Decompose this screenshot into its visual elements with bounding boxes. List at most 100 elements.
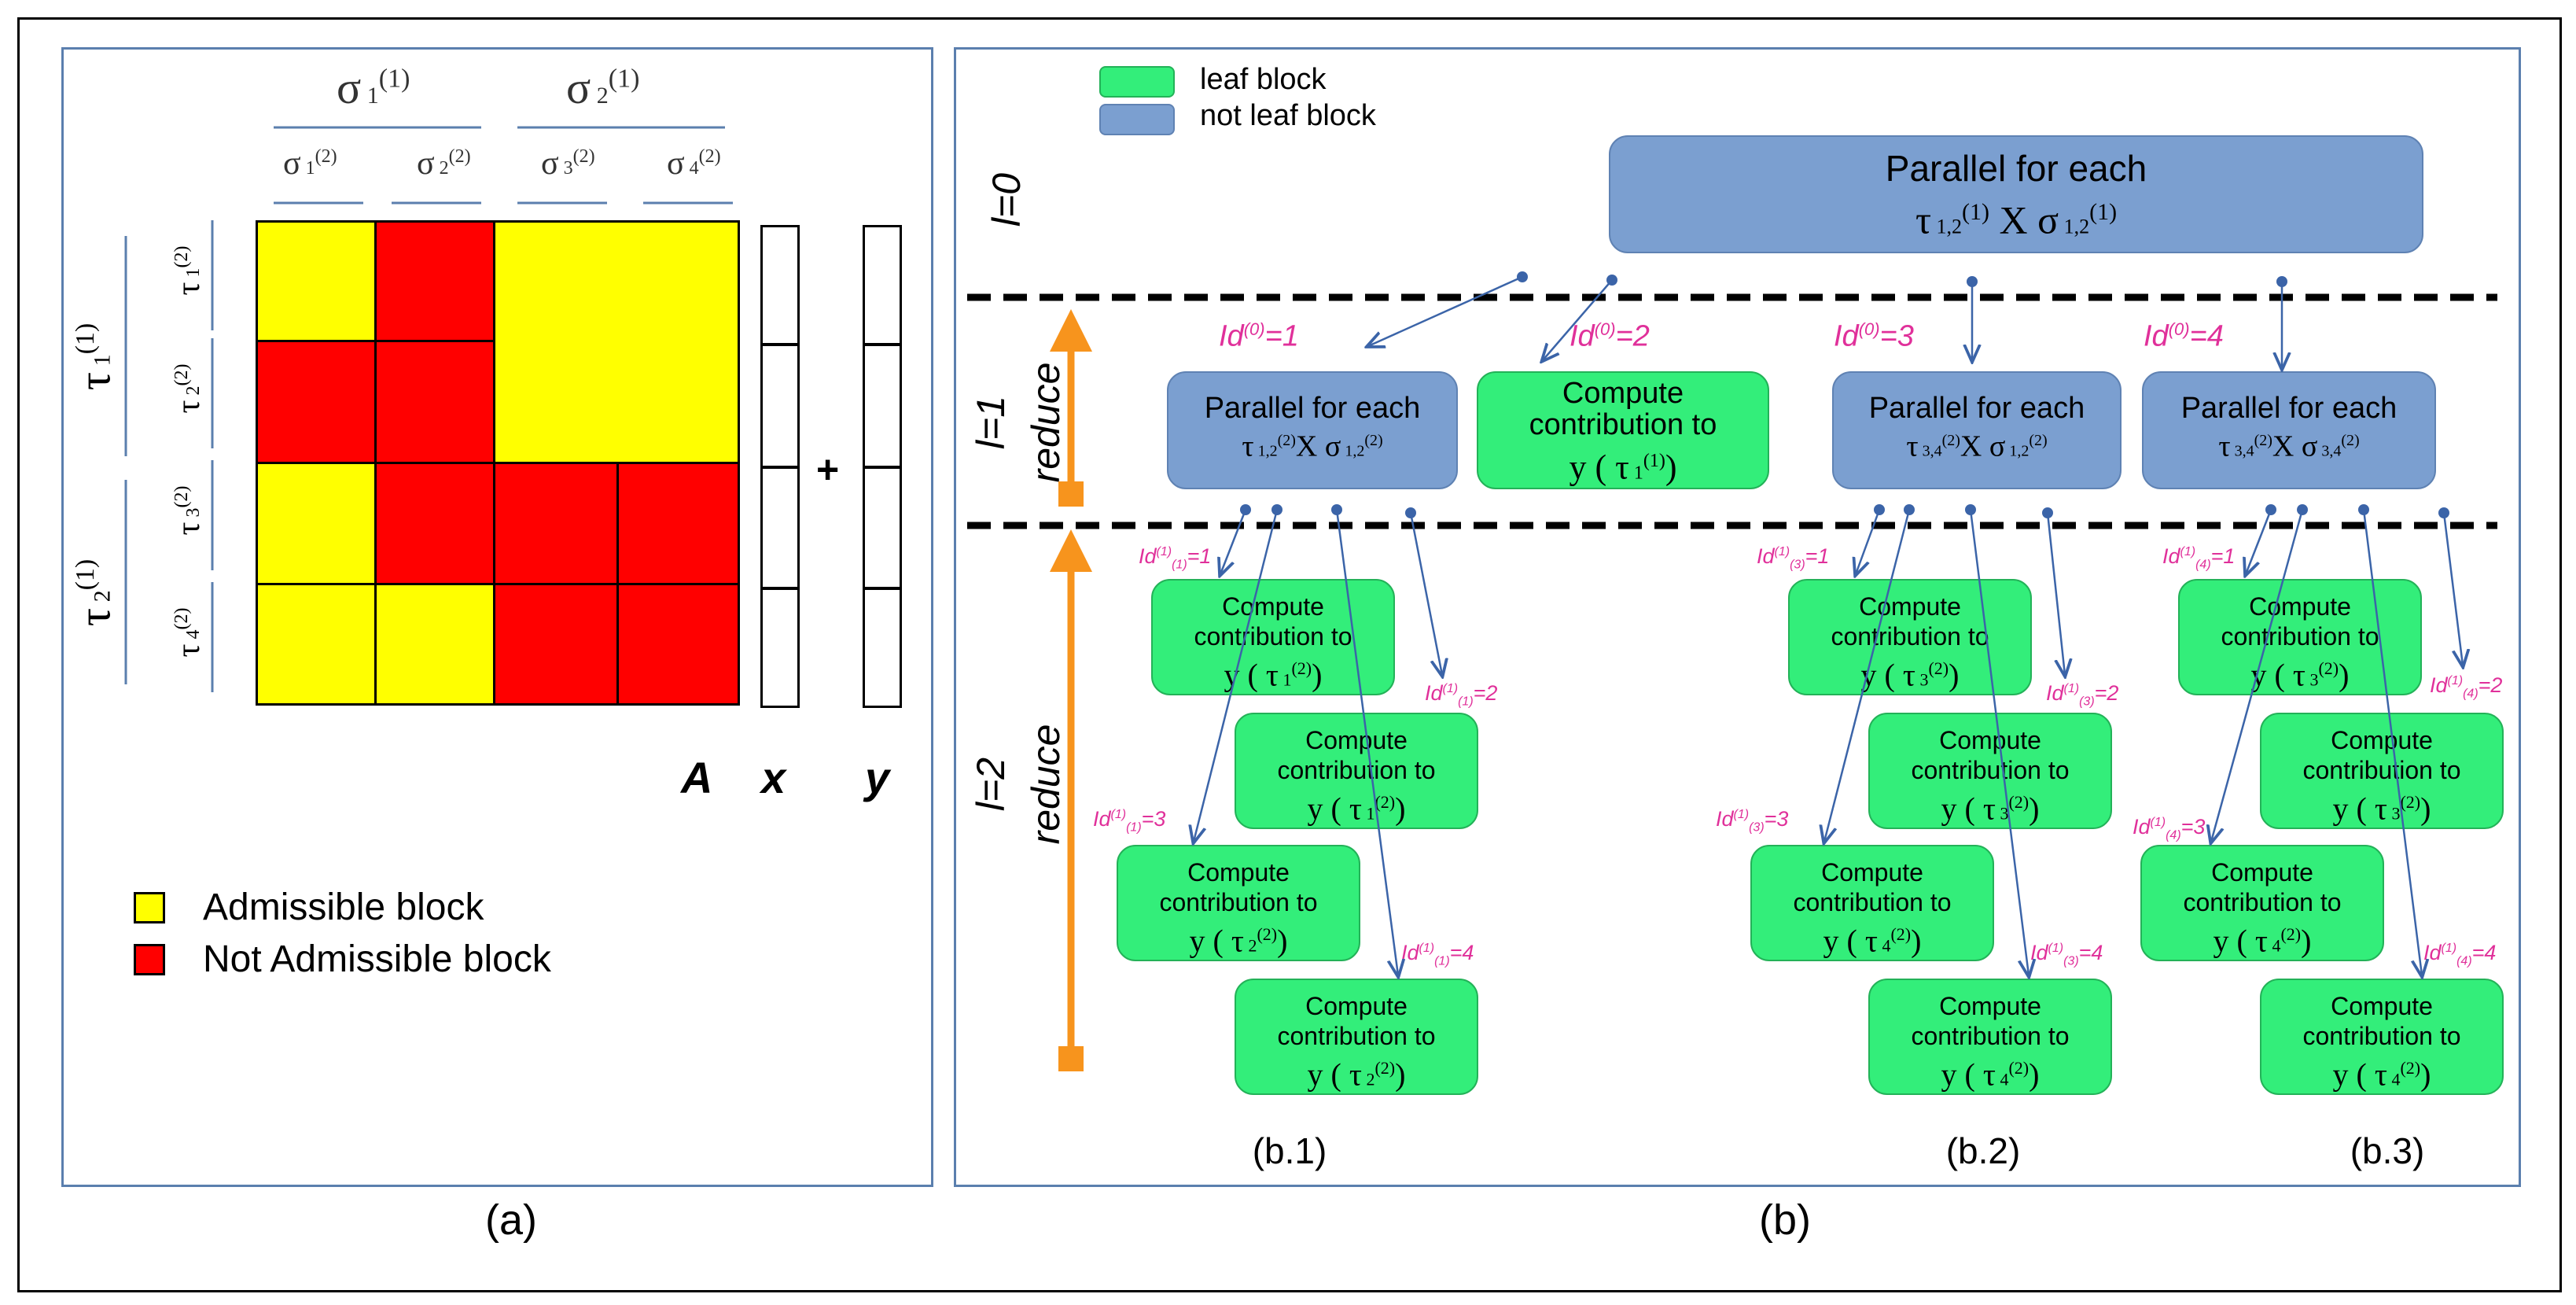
block-contribution-label: contribution to xyxy=(2302,1022,2461,1050)
level1-block-3-title: Parallel for each xyxy=(1868,392,2085,425)
matrix-cell-4-2 xyxy=(374,583,495,706)
block-compute-label: Compute xyxy=(1821,858,1923,887)
group3-block-3-expr: y ( τ 4(2)) xyxy=(2213,923,2312,959)
block-compute-label: Compute xyxy=(1305,992,1408,1020)
group3-id-4: Id(1)(4)=4 xyxy=(2423,941,2497,968)
col-header-2: σ 2(2) xyxy=(417,146,471,182)
group2-block-2-expr: y ( τ 3(2)) xyxy=(1941,791,2040,827)
block-compute-label: Compute xyxy=(2331,992,2433,1020)
level1-block-1: Parallel for each τ 1,2(2)X σ 1,2(2) xyxy=(1167,371,1458,489)
group3-id-3: Id(1)(4)=3 xyxy=(2133,815,2206,842)
matrix-cell-2-1 xyxy=(256,340,377,464)
matrix-cell-big-admissible xyxy=(493,220,740,464)
block-contribution-label: contribution to xyxy=(2302,756,2461,784)
group2-id-4: Id(1)(3)=4 xyxy=(2030,941,2103,968)
group2-block-4: Compute contribution to y ( τ 4(2)) xyxy=(1868,979,2112,1095)
group1-id-4: Id(1)(1)=4 xyxy=(1401,941,1474,968)
matrix-cell-1-2 xyxy=(374,220,495,342)
vector-y-divider xyxy=(863,587,902,590)
level-1-reduce: reduce xyxy=(1024,362,1068,483)
matrix-cell-4-3 xyxy=(493,583,619,706)
block-contribution-label: contribution to xyxy=(1793,888,1952,916)
matrix-cell-3-2 xyxy=(374,462,495,585)
vector-y-divider xyxy=(863,466,902,469)
legend-label-not-admissible: Not Admissible block xyxy=(203,938,551,980)
group1-block-3: Compute contribution to y ( τ 2(2)) xyxy=(1117,845,1360,961)
legend-label-leaf: leaf block xyxy=(1200,63,1327,96)
group1-block-4: Compute contribution to y ( τ 2(2)) xyxy=(1235,979,1478,1095)
level1-id-3: Id(0)=3 xyxy=(1834,319,1914,353)
panel-a xyxy=(61,47,933,1187)
matrix-cell-1-1 xyxy=(256,220,377,342)
vector-x-divider xyxy=(760,343,800,346)
level1-block-2-line1b: contribution to xyxy=(1529,408,1717,441)
col-header-4: σ 4(2) xyxy=(667,146,721,182)
level-0-label: l=0 xyxy=(984,172,1029,227)
level1-block-2-expr: y ( τ 1(1)) xyxy=(1569,448,1677,487)
caption-b2: (b.2) xyxy=(1945,1130,2021,1171)
block-compute-label: Compute xyxy=(1939,992,2041,1020)
figure-frame xyxy=(17,17,2562,1292)
group2-block-2: Compute contribution to y ( τ 3(2)) xyxy=(1868,713,2112,829)
legend-swatch-leaf xyxy=(1099,66,1175,98)
plus-sign: + xyxy=(816,448,840,492)
top-parallel-block: Parallel for each τ 1,2(1) X σ 1,2(1) xyxy=(1609,135,2423,253)
row-label-1: τ 1(2) xyxy=(171,245,207,296)
group3-block-2: Compute contribution to y ( τ 3(2)) xyxy=(2260,713,2504,829)
block-contribution-label: contribution to xyxy=(1831,622,1989,651)
row-label-4: τ 4(2) xyxy=(171,607,207,658)
block-contribution-label: contribution to xyxy=(1911,1022,2070,1050)
matrix-cell-3-3 xyxy=(493,462,619,585)
block-compute-label: Compute xyxy=(2211,858,2313,887)
x-label: x xyxy=(761,753,786,802)
vector-y-divider xyxy=(863,343,902,346)
level1-id-2: Id(0)=2 xyxy=(1570,319,1650,353)
level1-block-2-line1: Compute xyxy=(1562,377,1684,410)
group3-block-1: Compute contribution to y ( τ 3(2)) xyxy=(2178,579,2422,695)
row-label-3: τ 3(2) xyxy=(171,485,207,536)
block-contribution-label: contribution to xyxy=(1277,756,1436,784)
col-header-1: σ 1(2) xyxy=(283,146,337,182)
legend-label-not-leaf: not leaf block xyxy=(1200,99,1376,132)
caption-b1: (b.1) xyxy=(1252,1130,1327,1171)
level-2-reduce: reduce xyxy=(1024,724,1068,845)
legend-swatch-not-leaf xyxy=(1099,104,1175,135)
vector-x-divider xyxy=(760,466,800,469)
group1-block-2-expr: y ( τ 1(2)) xyxy=(1307,791,1406,827)
group1-id-1: Id(1)(1)=1 xyxy=(1139,544,1212,572)
y-label: y xyxy=(865,753,890,802)
level1-id-1: Id(0)=1 xyxy=(1219,319,1299,353)
group3-id-2: Id(1)(4)=2 xyxy=(2430,673,2503,701)
block-compute-label: Compute xyxy=(1939,726,2041,754)
col-group-header-2: σ 2(1) xyxy=(566,62,640,113)
block-contribution-label: contribution to xyxy=(1911,756,2070,784)
group2-block-3: Compute contribution to y ( τ 4(2)) xyxy=(1750,845,1994,961)
group3-id-1: Id(1)(4)=1 xyxy=(2162,544,2236,572)
block-compute-label: Compute xyxy=(2331,726,2433,754)
block-compute-label: Compute xyxy=(1305,726,1408,754)
block-contribution-label: contribution to xyxy=(2221,622,2379,651)
matrix-cell-4-4 xyxy=(616,583,740,706)
level1-block-4-expr: τ 3,4(2)X σ 3,4(2) xyxy=(2218,429,2360,463)
group2-block-4-expr: y ( τ 4(2)) xyxy=(1941,1056,2040,1093)
group3-block-1-expr: y ( τ 3(2)) xyxy=(2250,657,2350,693)
level1-block-3-expr: τ 3,4(2)X σ 1,2(2) xyxy=(1906,429,2048,463)
group1-block-2: Compute contribution to y ( τ 1(2)) xyxy=(1235,713,1478,829)
group2-id-1: Id(1)(3)=1 xyxy=(1757,544,1830,572)
group1-id-2: Id(1)(1)=2 xyxy=(1425,681,1498,709)
level1-block-4-title: Parallel for each xyxy=(2180,392,2398,425)
col-header-3: σ 3(2) xyxy=(541,146,595,182)
block-compute-label: Compute xyxy=(2249,592,2351,621)
group3-block-2-expr: y ( τ 3(2)) xyxy=(2332,791,2431,827)
caption-a: (a) xyxy=(485,1196,537,1244)
block-contribution-label: contribution to xyxy=(2183,888,2342,916)
level1-block-3: Parallel for each τ 3,4(2)X σ 1,2(2) xyxy=(1832,371,2122,489)
top-block-line2: τ 1,2(1) X σ 1,2(1) xyxy=(1915,197,2118,242)
matrix-cell-3-1 xyxy=(256,462,377,585)
group3-block-3: Compute contribution to y ( τ 4(2)) xyxy=(2140,845,2384,961)
matrix-label: A xyxy=(681,753,713,802)
level1-block-1-title: Parallel for each xyxy=(1204,392,1421,425)
block-contribution-label: contribution to xyxy=(1159,888,1318,916)
caption-b: (b) xyxy=(1759,1196,1811,1244)
matrix-cell-4-1 xyxy=(256,583,377,706)
